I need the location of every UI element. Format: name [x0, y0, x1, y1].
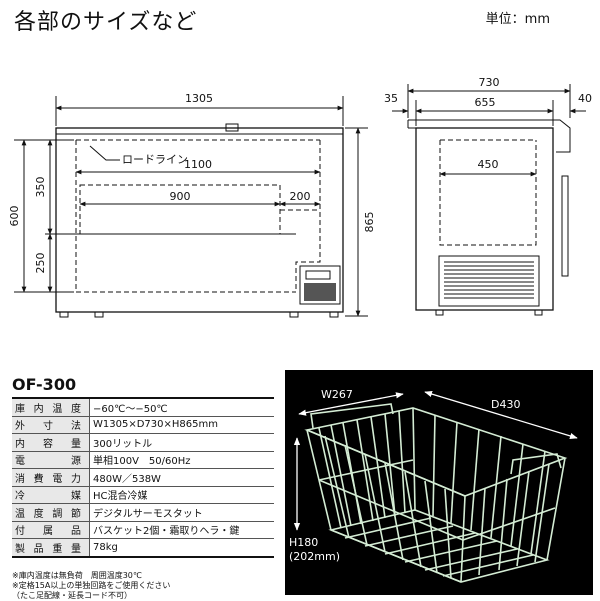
dim-depth-total: 730: [479, 76, 500, 89]
spec-value: W1305×D730×H865mm: [89, 416, 274, 434]
spec-value: デジタルサーモスタット: [89, 503, 274, 522]
unit-label: 単位：mm: [485, 12, 550, 27]
dim-inner-depth: 450: [478, 158, 499, 171]
spec-label: 付属品: [12, 521, 90, 539]
basket-height-label: H180: [289, 536, 319, 549]
model-name: OF-300: [12, 375, 77, 394]
spec-label: 温度調節: [12, 503, 90, 522]
dim-depth-body: 655: [475, 96, 496, 109]
table-row: 温度調節デジタルサーモスタット: [12, 503, 274, 522]
front-dimensions: [14, 96, 368, 317]
note-line: ※定格15A以上の単独回路をご使用ください: [12, 581, 171, 590]
basket-height-alt-label: (202mm): [289, 550, 341, 563]
side-dimensions: [392, 84, 586, 177]
basket-wires: [304, 403, 568, 583]
dim-compressor-space: 200: [290, 190, 311, 203]
spec-value: 単相100V 50/60Hz: [89, 451, 274, 469]
dim-width: 1305: [185, 92, 213, 105]
spec-label: 消費電力: [12, 468, 90, 487]
basket-photo: W267 D430 H180 (202mm): [285, 370, 593, 595]
spec-value: 78kg: [89, 538, 274, 557]
table-row: 庫内温度−60℃〜−50℃: [12, 398, 274, 417]
spec-value: HC混合冷媒: [89, 486, 274, 504]
note-line: ※庫内温度は無負荷 周囲温度30℃: [12, 571, 142, 580]
wire-basket: [293, 391, 578, 583]
basket-depth-label: D430: [491, 398, 521, 411]
dim-basket-space: 900: [170, 190, 191, 203]
dim-height-350: 350: [34, 177, 47, 198]
spec-label: 外寸法: [12, 416, 90, 434]
note-line: （たこ足配線・延長コード不可）: [12, 591, 132, 600]
spec-label: 製品重量: [12, 538, 90, 557]
spec-label: 庫内温度: [12, 398, 90, 417]
table-row: 電源単相100V 50/60Hz: [12, 451, 274, 469]
spec-notes: ※庫内温度は無負荷 周囲温度30℃ ※定格15A以上の単独回路をご使用ください …: [12, 571, 170, 601]
spec-label: 冷媒: [12, 486, 90, 504]
front-view: [45, 123, 344, 318]
freezer-drawings: 1305 1100 900 200 ロードライン 865 600 350 250…: [8, 76, 592, 318]
side-view: [407, 119, 571, 316]
spec-label: 電源: [12, 451, 90, 469]
basket-dimension-arrows: [293, 391, 578, 531]
page-title: 各部のサイズなど: [14, 10, 198, 35]
load-line-label: ロードライン: [122, 153, 188, 166]
dim-offset-left: 35: [384, 92, 398, 105]
spec-value: バスケット2個・霜取りヘラ・鍵: [89, 521, 274, 539]
dim-inner-width: 1100: [184, 158, 212, 171]
table-row: 付属品バスケット2個・霜取りヘラ・鍵: [12, 521, 274, 539]
basket-width-label: W267: [321, 388, 353, 401]
spec-value: −60℃〜−50℃: [89, 398, 274, 417]
spec-label: 内容量: [12, 433, 90, 452]
spec-value: 480W／538W: [89, 468, 274, 487]
spec-value: 300リットル: [89, 433, 274, 452]
dim-offset-right: 40: [578, 92, 592, 105]
dim-height-250: 250: [34, 253, 47, 274]
dim-height-600: 600: [8, 206, 21, 227]
vent-slats: [444, 261, 534, 299]
dim-height-total: 865: [363, 212, 376, 233]
